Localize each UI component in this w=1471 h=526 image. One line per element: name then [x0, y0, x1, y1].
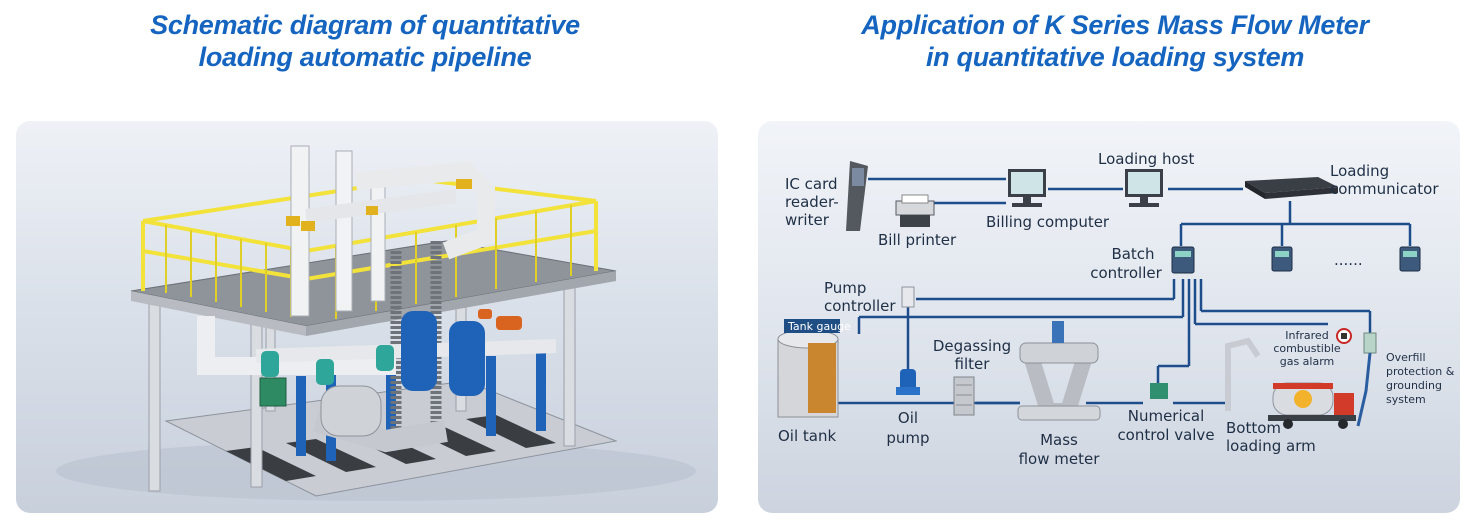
left-title-line2: loading automatic pipeline — [198, 42, 532, 72]
mass-flow-meter-label-1: Mass — [1040, 431, 1078, 449]
loading-communicator-label-1: Loading — [1330, 162, 1390, 180]
degassing-filter-label-2: filter — [954, 355, 990, 373]
oil-pump-label-1: Oil — [897, 409, 919, 427]
ic-card-label-3: writer — [785, 211, 829, 229]
pipeline-illustration-panel — [16, 121, 718, 513]
right-title-line1: Application of K Series Mass Flow Meter — [861, 10, 1369, 40]
right-title-line2: in quantitative loading system — [925, 42, 1305, 72]
numerical-control-valve-label-1: Numerical — [1127, 407, 1205, 425]
system-diagram-panel: IC card reader- writer Bill printer Bill… — [758, 121, 1460, 513]
billing-computer-label: Billing computer — [986, 213, 1110, 231]
loading-communicator-label-2: communicator — [1330, 180, 1439, 198]
gas-alarm-label-1: Infrared — [1285, 329, 1329, 342]
left-title-line1: Schematic diagram of quantitative — [150, 10, 580, 40]
oil-tank-label: Oil tank — [778, 427, 837, 445]
batch-controller-label-1: Batch — [1111, 245, 1155, 263]
oil-pump-label-2: pump — [886, 429, 930, 447]
pump-controller-label-1: Pump — [824, 279, 867, 297]
left-title: Schematic diagram of quantitative loadin… — [60, 9, 670, 73]
bottom-loading-arm-label-1: Bottom — [1226, 419, 1282, 437]
overfill-label-3: grounding — [1386, 379, 1442, 392]
right-title: Application of K Series Mass Flow Meter … — [800, 9, 1430, 73]
more-controllers-ellipsis: ...... — [1334, 251, 1363, 269]
gas-alarm-label-3: gas alarm — [1279, 355, 1335, 368]
overfill-label-4: system — [1386, 393, 1426, 406]
gas-alarm-label-2: combustible — [1273, 342, 1341, 355]
pump-controller-label-2: controller — [824, 297, 896, 315]
overfill-label-1: Overfill — [1386, 351, 1426, 364]
overfill-label-2: protection & — [1386, 365, 1455, 378]
ic-card-label-2: reader- — [785, 193, 839, 211]
bill-printer-label: Bill printer — [878, 231, 957, 249]
loading-host-label: Loading host — [1098, 150, 1195, 168]
numerical-control-valve-label-2: control valve — [1117, 426, 1215, 444]
batch-controller-label-2: controller — [1090, 264, 1162, 282]
degassing-filter-label-1: Degassing — [932, 337, 1012, 355]
ic-card-label-1: IC card — [785, 175, 838, 193]
system-connection-lines — [777, 161, 1421, 429]
mass-flow-meter-label-2: flow meter — [1018, 450, 1100, 468]
bottom-loading-arm-label-2: loading arm — [1226, 437, 1316, 455]
tank-gauge-label: Tank gauge — [788, 320, 851, 333]
pipeline-skid-illustration — [56, 145, 696, 501]
